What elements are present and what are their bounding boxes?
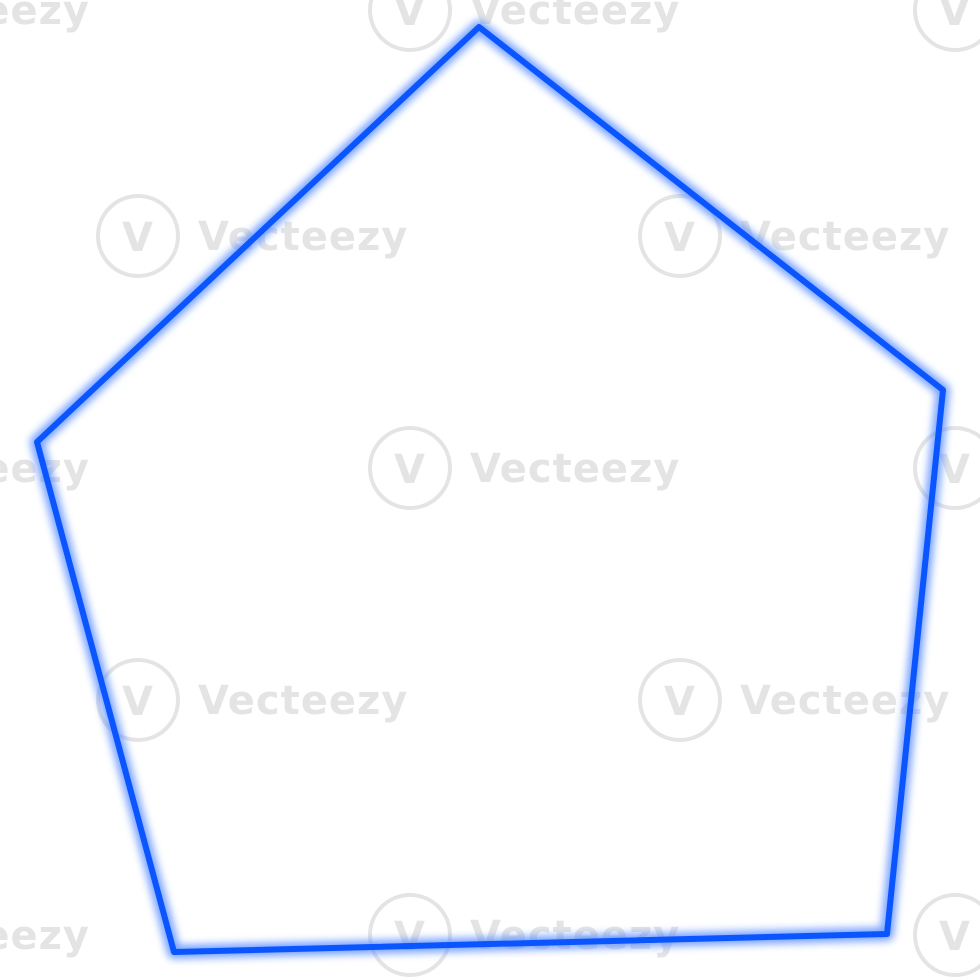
watermark-text: Vecteezy bbox=[0, 913, 90, 959]
watermark-text: Vecteezy bbox=[198, 678, 408, 724]
watermark-logo-icon bbox=[368, 0, 452, 52]
watermark-mark: V Vecteezy bbox=[368, 0, 680, 52]
watermark-logo-icon bbox=[638, 194, 722, 278]
watermark-logo-icon bbox=[638, 658, 722, 742]
watermark-logo-icon bbox=[913, 426, 980, 510]
watermark-mark: V Vecteezy bbox=[368, 426, 680, 510]
watermark-logo-icon bbox=[913, 0, 980, 52]
watermark-logo-letter: V bbox=[122, 679, 154, 725]
watermark-mark: V Vecteezy bbox=[96, 658, 408, 742]
watermark-logo-icon bbox=[368, 893, 452, 977]
watermark-text: Vecteezy bbox=[470, 0, 680, 34]
watermark-logo-letter: V bbox=[939, 914, 971, 960]
watermark-logo-letter: V bbox=[394, 0, 426, 35]
watermark-logo-icon bbox=[96, 194, 180, 278]
watermark-logo-icon bbox=[368, 426, 452, 510]
watermark-text: Vecteezy bbox=[470, 446, 680, 492]
watermark-logo-icon bbox=[96, 658, 180, 742]
watermark-logo-letter: V bbox=[122, 215, 154, 261]
watermark-logo-icon bbox=[913, 893, 980, 977]
watermark-text: Vecteezy bbox=[0, 0, 90, 34]
pentagon-outline bbox=[34, 24, 946, 955]
watermark-logo-letter: V bbox=[664, 679, 696, 725]
watermark-logo-letter: V bbox=[939, 0, 971, 35]
watermark-logo-letter: V bbox=[939, 447, 971, 493]
watermark-logo-letter: V bbox=[394, 447, 426, 493]
watermark-logo-letter: V bbox=[664, 215, 696, 261]
